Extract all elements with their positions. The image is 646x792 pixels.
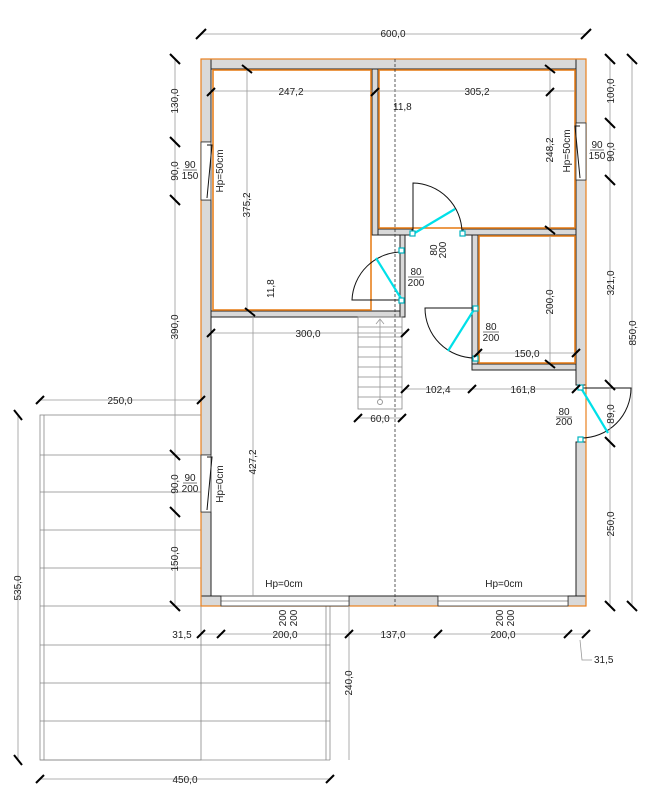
- dim-hall-width: 300,0: [295, 329, 320, 340]
- dim-terrace-step: 240,0: [344, 670, 355, 695]
- dim-left-low: 150,0: [170, 546, 181, 571]
- win-bottom-left-width: 200: [278, 609, 289, 626]
- dim-gap2: 161,8: [510, 385, 535, 396]
- dim-terrace-height: 535,0: [13, 575, 24, 600]
- door-bath-width: 80: [485, 322, 497, 333]
- dim-left-win1: 90,0: [170, 161, 181, 181]
- dim-bottom-left: 31,5: [172, 630, 192, 641]
- door-room1-height: 200: [408, 278, 425, 289]
- door-room2-width: 80: [429, 244, 440, 256]
- door-room2-height: 200: [438, 241, 449, 258]
- win-right-top-height: 150: [589, 151, 606, 162]
- dim-bottom-mid: 137,0: [380, 630, 405, 641]
- dim-right-door: 89,0: [606, 404, 617, 424]
- door-room1[interactable]: [351, 247, 405, 304]
- dim-bath-width: 150,0: [514, 349, 539, 360]
- window-left-top: [200, 141, 213, 201]
- dim-right-mid: 321,0: [606, 270, 617, 295]
- walls: [200, 58, 587, 607]
- dim-bath-height: 200,0: [545, 289, 556, 314]
- dim-living-height: 427,2: [248, 449, 259, 474]
- window-right-top: [574, 122, 587, 181]
- dim-bottom-win2: 200,0: [490, 630, 515, 641]
- dim-total-height: 850,0: [628, 320, 639, 345]
- opening-labels: 90 150 Hp=50cm 90 150 Hp=50cm 90 200 Hp=…: [182, 129, 606, 626]
- window-left-low: [200, 454, 213, 513]
- dim-bottom-win1: 200,0: [272, 630, 297, 641]
- dim-total-width: 600,0: [380, 29, 405, 40]
- win-bottom-left-height: 200: [289, 609, 300, 626]
- win-bottom-right-width: 200: [495, 609, 506, 626]
- dim-left-mid: 390,0: [170, 314, 181, 339]
- terrace: [39, 414, 331, 761]
- dim-left-top: 130,0: [170, 88, 181, 113]
- door-room1-width: 80: [410, 267, 422, 278]
- dim-wall-left: 11,8: [266, 279, 277, 298]
- dim-left-win2: 90,0: [170, 474, 181, 494]
- door-bath-height: 200: [483, 333, 500, 344]
- win-bottom-right-height: 200: [506, 609, 517, 626]
- door-entry-width: 80: [558, 407, 570, 418]
- win-right-top-width: 90: [591, 140, 603, 151]
- staircase: [357, 316, 403, 410]
- win-bottom-right-sill: Hp=0cm: [485, 579, 523, 590]
- door-entry[interactable]: [577, 384, 632, 443]
- dim-right-low: 250,0: [606, 511, 617, 536]
- dim-terrace-width-top: 250,0: [107, 396, 132, 407]
- dim-right-top: 100,0: [606, 78, 617, 103]
- dim-bottom-right: 31,5: [594, 655, 614, 666]
- dim-room2-height: 248,2: [545, 137, 556, 162]
- dim-right-win: 90,0: [606, 142, 617, 162]
- dim-wall-top: 11,8: [393, 102, 412, 113]
- dim-room1-height: 375,2: [242, 192, 253, 217]
- dim-room2-width: 305,2: [464, 87, 489, 98]
- dimension-lines: [13, 28, 638, 784]
- dim-gap1: 102,4: [425, 385, 450, 396]
- win-left-top-width: 90: [184, 160, 196, 171]
- dim-stair-width: 60,0: [370, 414, 390, 425]
- win-left-low-height: 200: [182, 484, 199, 495]
- win-left-top-height: 150: [182, 171, 199, 182]
- win-left-low-width: 90: [184, 473, 196, 484]
- dim-terrace-width: 450,0: [172, 775, 197, 786]
- dimension-labels: 600,0 247,2 305,2 11,8 11,8 375,2 248,2 …: [13, 29, 639, 786]
- win-left-low-sill: Hp=0cm: [215, 465, 226, 503]
- win-bottom-left-sill: Hp=0cm: [265, 579, 303, 590]
- door-room2[interactable]: [409, 182, 466, 237]
- win-left-top-sill: Hp=50cm: [215, 149, 226, 192]
- door-bath[interactable]: [424, 305, 479, 362]
- door-entry-height: 200: [556, 417, 573, 428]
- win-right-top-sill: Hp=50cm: [562, 129, 573, 172]
- dim-room1-width: 247,2: [278, 87, 303, 98]
